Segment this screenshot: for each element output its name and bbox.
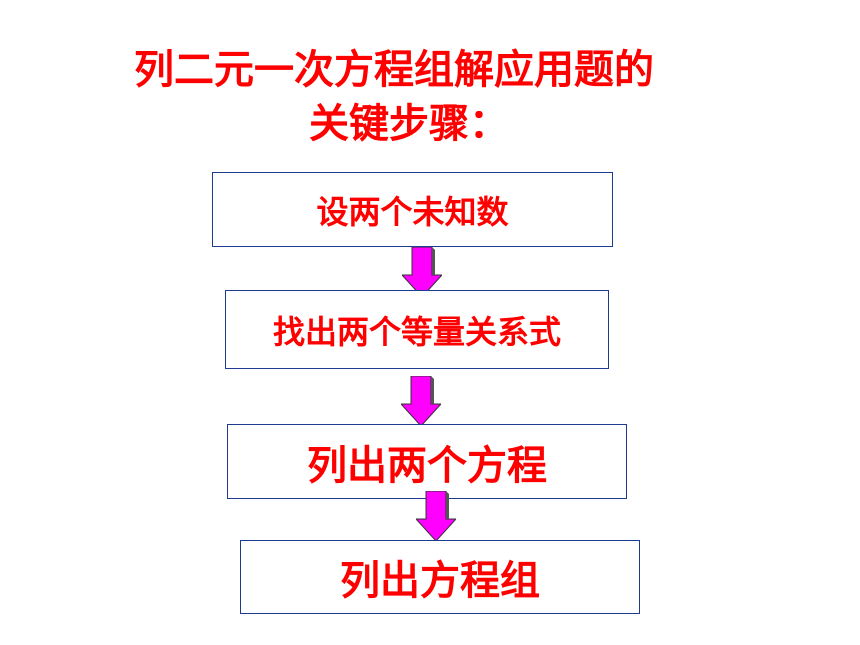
step-label: 列出两个方程 <box>307 442 547 489</box>
down-arrow-icon <box>402 247 442 297</box>
step-box-equation-system: 列出方程组 <box>240 540 640 614</box>
page-subtitle: 关键步骤： <box>309 101 509 147</box>
step-label: 找出两个等量关系式 <box>272 312 561 351</box>
step-label: 设两个未知数 <box>316 192 509 231</box>
step-box-write-equations: 列出两个方程 <box>227 424 627 499</box>
page-title: 列二元一次方程组解应用题的 <box>134 47 654 93</box>
step-label: 列出方程组 <box>340 558 540 604</box>
down-arrow-icon <box>401 376 441 426</box>
down-arrow-icon <box>416 491 456 541</box>
step-box-set-unknowns: 设两个未知数 <box>212 172 613 247</box>
step-box-find-relations: 找出两个等量关系式 <box>225 290 609 369</box>
